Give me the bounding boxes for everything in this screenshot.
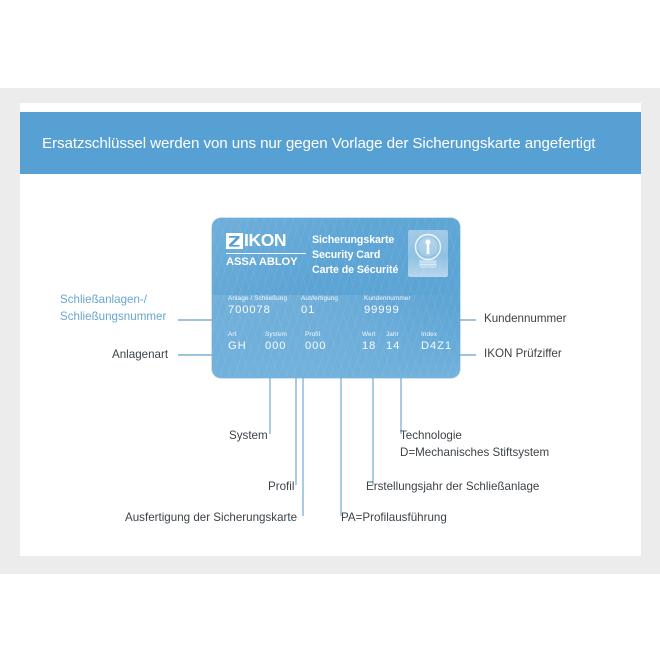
ikon-z-mark-icon (226, 232, 243, 249)
card-field-anlage: Anlage / Schließung 700078 (228, 295, 288, 317)
annotation-anlagenart: Anlagenart (112, 348, 169, 361)
card-field-kundennummer: Kundennummer 99999 (364, 295, 411, 317)
card-field-anlage-label: Anlage / Schließung (228, 295, 288, 302)
card-field-jahr-label: Jahr (386, 331, 399, 338)
ikon-wordmark: IKON (244, 230, 287, 250)
card-field-kundennummer-value: 99999 (364, 304, 400, 317)
card-field-wert: Wert 18 (362, 331, 377, 353)
annotation-technologie-line2: D=Mechanisches Stiftsystem (400, 445, 550, 459)
connector-line-ausfertigung (302, 343, 304, 516)
card-field-index-label: Index (421, 331, 438, 338)
annotation-ikon-pruefziffer: IKON Prüfziffer (484, 347, 562, 360)
notice-banner: Ersatzschlüssel werden von uns nur gegen… (20, 112, 641, 174)
annotation-erstellungsjahr: Erstellungsjahr der Schließanlage (366, 480, 540, 493)
card-title-de: Sicherungskarte (312, 234, 395, 246)
card-field-system-label: System (265, 331, 287, 338)
card-field-ausfertigung-label: Ausfertigung (301, 295, 339, 302)
card-field-jahr: Jahr 14 (386, 331, 401, 353)
ikon-logo-row: IKON (226, 230, 306, 250)
card-field-profil-label: Profil (305, 331, 321, 338)
notice-banner-text: Ersatzschlüssel werden von uns nur gegen… (42, 134, 596, 152)
card-field-profil-value: 000 (305, 340, 327, 353)
annotation-ausfertigung: Ausfertigung der Sicherungskarte (125, 511, 298, 524)
card-field-wert-value: 18 (362, 340, 377, 353)
annotation-technologie-line1: Technologie (400, 429, 462, 442)
connector-line-technologie (400, 343, 402, 434)
card-field-system: System 000 (265, 331, 287, 353)
card-field-art-value: GH (228, 340, 247, 353)
ikon-logo: IKON ASSA ABLOY (226, 230, 306, 268)
card-field-profil: Profil 000 (305, 331, 327, 353)
card-field-ausfertigung: Ausfertigung 01 (301, 295, 339, 317)
annotation-kundennummer: Kundennummer (484, 312, 567, 325)
card-field-kundennummer-label: Kundennummer (364, 295, 411, 302)
annotation-profilausfuehrung: PA=Profilausführung (341, 511, 447, 524)
security-card: IKON ASSA ABLOY Sicherungskarte Security… (212, 218, 460, 378)
logo-divider (226, 252, 306, 254)
card-field-art: Art GH (228, 331, 247, 353)
card-field-anlage-value: 700078 (228, 304, 271, 317)
card-field-index-value: D4Z1 (421, 340, 452, 353)
card-field-ausfertigung-value: 01 (301, 304, 316, 317)
connector-line-profil (295, 343, 297, 485)
lock-cylinder-icon (408, 230, 448, 277)
card-field-wert-label: Wert (362, 331, 376, 338)
annotation-technologie: Technologie D=Mechanisches Stiftsystem (400, 428, 549, 462)
card-field-index: Index D4Z1 (421, 331, 452, 353)
card-field-system-value: 000 (265, 340, 287, 353)
connector-line-profilausfuehrung (340, 343, 342, 516)
card-title-fr: Carte de Sécurité (312, 264, 399, 277)
connector-line-erstellungsjahr (372, 343, 374, 485)
card-field-art-label: Art (228, 331, 237, 338)
assa-abloy-wordmark: ASSA ABLOY (226, 255, 298, 268)
card-title-block: Sicherungskarte Security Card Carte de S… (312, 233, 398, 278)
card-field-jahr-value: 14 (386, 340, 401, 353)
annotation-schliessanlagen-nummer: Schließanlagen-/ Schließungsnummer (60, 292, 166, 326)
card-title-en: Security Card (312, 249, 381, 262)
annotation-schliessanlagen-nummer-line2: Schließungsnummer (60, 309, 167, 323)
annotation-system: System (229, 429, 268, 442)
annotation-schliessanlagen-nummer-line1: Schließanlagen-/ (60, 293, 148, 306)
connector-line-system (269, 343, 271, 434)
annotation-profil: Profil (268, 480, 295, 493)
